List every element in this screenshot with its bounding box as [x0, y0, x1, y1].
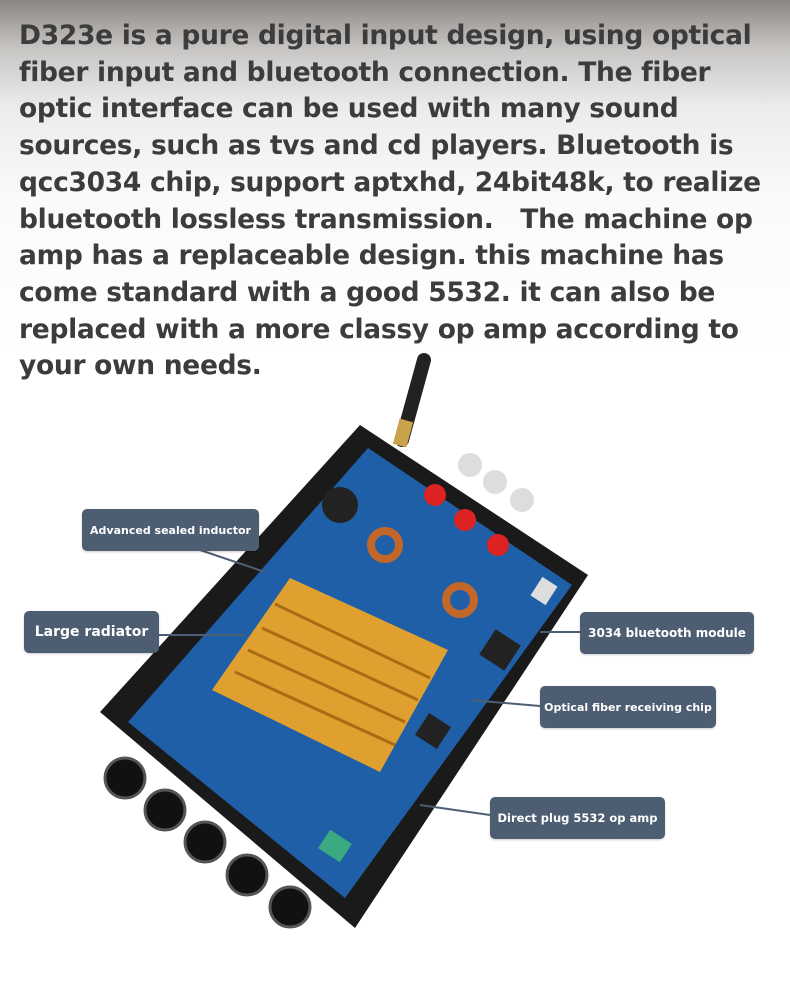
product-description: D323e is a pure digital input design, us…	[19, 20, 770, 382]
label-bluetooth-module: 3034 bluetooth module	[580, 612, 754, 654]
capacitor	[322, 487, 358, 523]
label-opamp: Direct plug 5532 op amp	[490, 797, 665, 839]
rca-jacks	[424, 453, 534, 556]
knobs	[103, 756, 312, 929]
label-optical-chip: Optical fiber receiving chip	[540, 686, 716, 728]
header-background	[0, 0, 790, 360]
label-inductor: Advanced sealed inductor	[82, 509, 259, 551]
bluetooth-chip	[479, 629, 521, 671]
label-radiator: Large radiator	[24, 611, 159, 653]
inductor	[367, 527, 403, 563]
heatsink	[212, 578, 448, 772]
